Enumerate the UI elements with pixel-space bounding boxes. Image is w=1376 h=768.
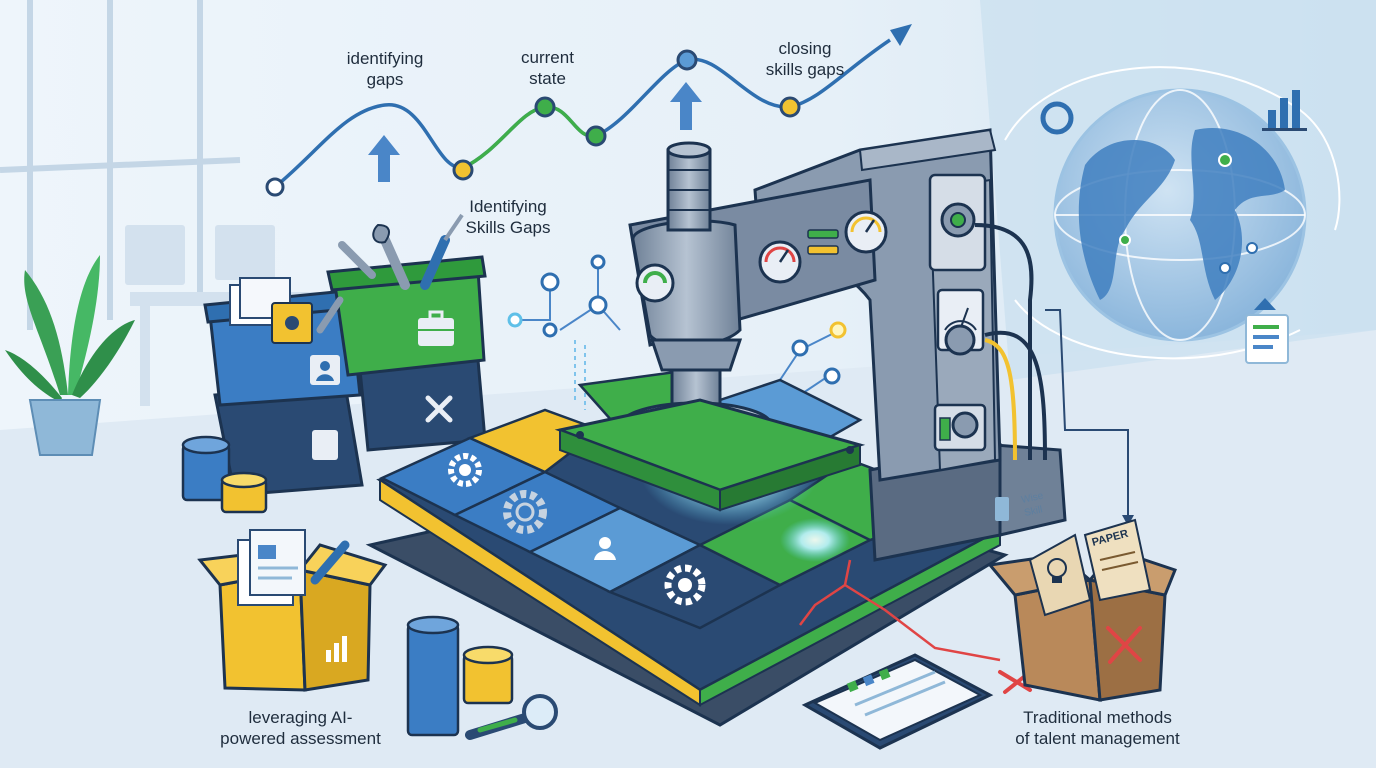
- arrow-up-icon: [670, 82, 702, 130]
- label-traditional-line1: Traditional methods: [1023, 708, 1172, 727]
- assessment-box: [197, 529, 388, 692]
- label-traditional-line2: of talent management: [1015, 729, 1180, 748]
- office-windows: [0, 0, 241, 330]
- gauge-icon: [635, 263, 675, 303]
- screwdriver-icon: [420, 213, 464, 290]
- document-icon: [312, 430, 338, 460]
- gauge-icon: [844, 210, 888, 254]
- label-leveraging-line2: powered assessment: [220, 729, 381, 748]
- status-indicator: [807, 229, 839, 239]
- trend-arrow-head: [890, 24, 912, 46]
- path-node: [265, 177, 285, 197]
- gauge-icon: [758, 240, 802, 284]
- gear-icon: [448, 453, 482, 487]
- label-identifying-skills-gaps: Identifying Skills Gaps: [448, 196, 568, 238]
- clipboard-icon: [801, 653, 994, 750]
- path-node: [779, 96, 801, 118]
- wrench-icon: [372, 223, 410, 290]
- traditional-methods-box: [987, 518, 1177, 702]
- path-node: [585, 125, 607, 147]
- label-identifying-gaps-line1: identifying: [346, 49, 424, 68]
- coin-stack-icon: [406, 615, 514, 737]
- brand-name-line1: Wise: [1020, 490, 1044, 505]
- person-icon: [310, 355, 340, 385]
- gear-icon: [503, 490, 547, 534]
- skills-path-chart: [265, 24, 912, 197]
- network-node-dots: [507, 254, 847, 385]
- plant-icon: [5, 255, 135, 456]
- lightbulb-icon: [1047, 558, 1067, 583]
- target-ring-icon: [1040, 101, 1074, 135]
- label-current-state-line2: state: [529, 69, 566, 88]
- label-identifying-gaps-line2: gaps: [366, 70, 404, 89]
- label-current-state-line1: current: [521, 48, 574, 67]
- label-center-line2: Skills Gaps: [465, 218, 551, 237]
- press-machine: [554, 128, 1134, 562]
- globe-icon: [1004, 66, 1341, 360]
- red-x-icon: [1106, 626, 1142, 664]
- status-indicator: [807, 245, 839, 255]
- label-closing-line2: skills gaps: [765, 60, 845, 79]
- magnifier-icon: [465, 694, 558, 740]
- briefcase-icon: [418, 310, 454, 346]
- label-traditional-methods: Traditional methods of talent management: [995, 707, 1200, 749]
- path-node: [534, 96, 556, 118]
- brand-name-line2: Skill: [1023, 504, 1043, 519]
- label-leveraging-ai: leveraging AI- powered assessment: [208, 707, 393, 749]
- label-current-state: current state: [500, 47, 595, 89]
- stacked-storage-bins: [203, 213, 487, 497]
- label-closing-skills-gaps: closing skills gaps: [745, 38, 865, 80]
- wrench-icon: [425, 395, 453, 423]
- gear-icon: [664, 564, 706, 606]
- wrench-icon: [338, 241, 376, 279]
- report-card-icon: [1245, 298, 1289, 364]
- coin-stack-icon: [181, 435, 268, 514]
- arrow-up-icon: [368, 135, 400, 182]
- control-dial: [944, 324, 976, 356]
- label-center-line1: Identifying: [469, 197, 547, 216]
- label-closing-line1: closing: [778, 39, 832, 58]
- brand-logo: [995, 497, 1009, 521]
- wrench-icon: [316, 296, 344, 334]
- person-icon: [594, 537, 616, 560]
- label-identifying-gaps: identifying gaps: [330, 48, 440, 90]
- path-node: [676, 49, 698, 71]
- label-leveraging-line1: leveraging AI-: [248, 708, 353, 727]
- bar-chart-icon: [1262, 90, 1307, 131]
- bar-chart-icon: [326, 636, 347, 662]
- path-node: [452, 159, 474, 181]
- control-dial: [951, 411, 979, 439]
